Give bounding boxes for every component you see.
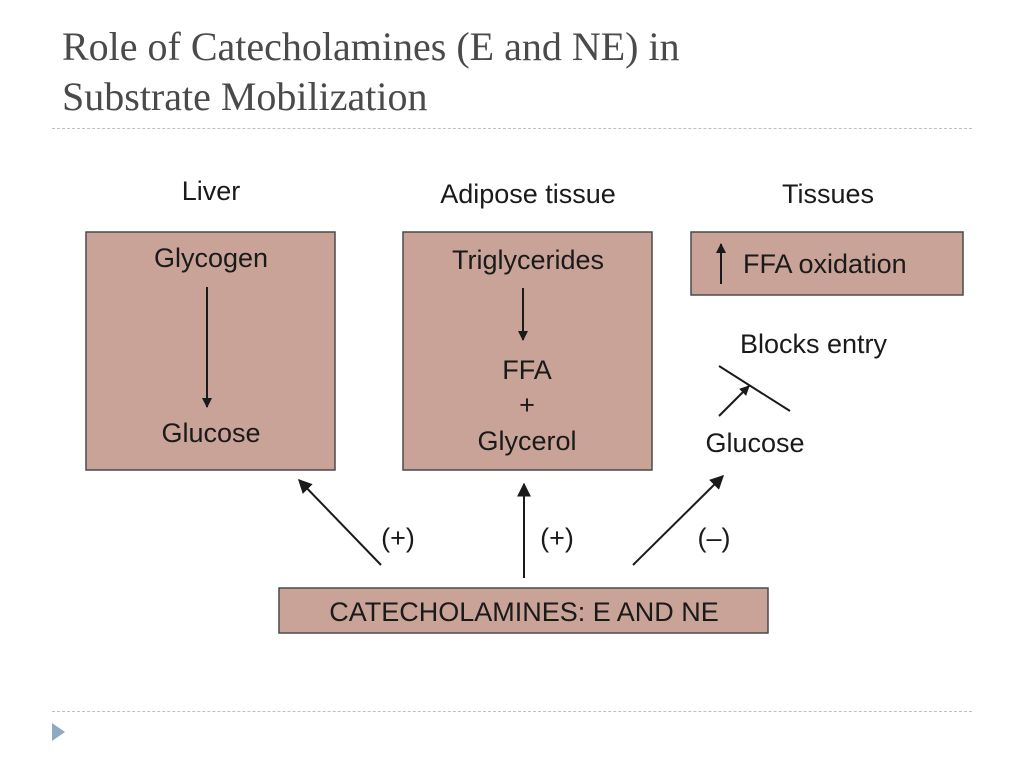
liver-glucose: Glucose <box>161 418 260 448</box>
tissues-ffa-oxidation: FFA oxidation <box>743 249 907 279</box>
footer-divider <box>52 711 972 712</box>
tissues-effect-label: (–) <box>698 523 731 553</box>
catecholamines-label: CATECHOLAMINES: E AND NE <box>329 597 719 627</box>
tissues-heading: Tissues <box>782 179 874 209</box>
adipose-glycerol: Glycerol <box>477 426 576 456</box>
tissues-box <box>690 231 964 296</box>
tissues-glucose: Glucose <box>705 428 804 458</box>
block-bar <box>718 365 791 412</box>
slide-title: Role of Catecholamines (E and NE) in Sub… <box>62 22 962 122</box>
bullet-triangle-icon <box>52 723 65 741</box>
adipose-box <box>402 231 653 471</box>
liver-box <box>85 231 336 471</box>
liver-effect-label: (+) <box>381 523 415 553</box>
catecholamines-box <box>278 587 769 634</box>
adipose-triglycerides: Triglycerides <box>452 245 604 275</box>
adipose-heading: Adipose tissue <box>440 179 616 209</box>
catecholamines-to-liver-arrow <box>298 478 382 566</box>
title-divider <box>52 128 972 129</box>
adipose-plus: + <box>519 390 535 420</box>
blocks-entry-label: Blocks entry <box>740 329 888 359</box>
slide-title-line-1: Role of Catecholamines (E and NE) in <box>62 24 680 69</box>
liver-glycogen: Glycogen <box>154 243 268 273</box>
slide-title-line-2: Substrate Mobilization <box>62 74 428 119</box>
adipose-effect-label: (+) <box>540 523 574 553</box>
catecholamines-to-tissues-arrow <box>632 475 724 566</box>
liver-heading: Liver <box>182 176 241 206</box>
adipose-ffa: FFA <box>502 355 552 385</box>
glucose-entry-arrow <box>718 385 750 417</box>
